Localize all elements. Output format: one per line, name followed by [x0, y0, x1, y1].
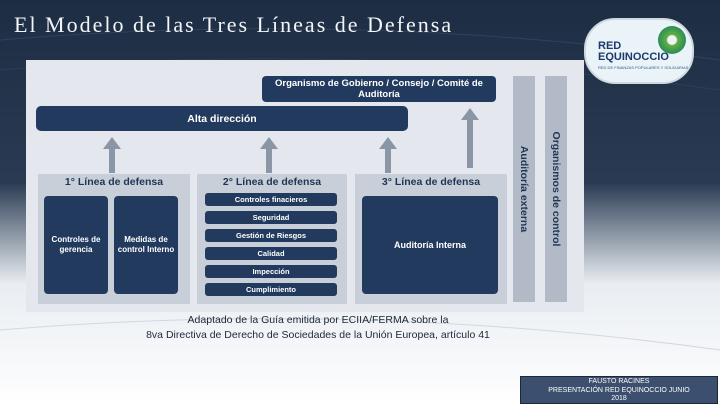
- external-audit-column: Auditoría externa: [513, 76, 535, 302]
- senior-management-box: Alta dirección: [36, 106, 408, 131]
- second-line-title: 2° Línea de defensa: [222, 176, 322, 188]
- footer-year: 2018: [611, 395, 627, 402]
- internal-control-measures-box: Medidas de control Interno: [114, 196, 178, 294]
- first-line-title: 1° Línea de defensa: [64, 176, 164, 188]
- arrow-up-icon: [260, 137, 278, 173]
- arrow-up-icon: [103, 137, 121, 173]
- second-line-item: Impección: [205, 265, 337, 278]
- footer-author: FAUSTO RACINES: [588, 378, 650, 385]
- external-audit-label: Auditoría externa: [518, 145, 530, 233]
- control-bodies-label: Organismos de control: [550, 131, 562, 247]
- red-equinoccio-logo: RED EQUINOCCIO RED DE FINANZAS POPULARES…: [584, 18, 694, 84]
- management-controls-box: Controles de gerencia: [44, 196, 108, 294]
- footer-presentation: PRESENTACIÓN RED EQUINOCCIO JUNIO: [548, 386, 690, 394]
- source-caption-line2: 8va Directiva de Derecho de Sociedades d…: [146, 329, 490, 341]
- second-line-item: Gestión de Riesgos: [205, 229, 337, 242]
- arrow-up-icon: [461, 108, 479, 168]
- logo-text-line1: RED: [598, 40, 622, 52]
- source-caption-line1: Adaptado de la Guía emitida por ECIIA/FE…: [187, 314, 449, 326]
- control-bodies-column: Organismos de control: [545, 76, 567, 302]
- second-line-item: Calidad: [205, 247, 337, 260]
- presenter-footer: FAUSTO RACINES PRESENTACIÓN RED EQUINOCC…: [520, 376, 718, 404]
- slide-title: El Modelo de las Tres Líneas de Defensa: [14, 12, 454, 37]
- second-line-item: Seguridad: [205, 211, 337, 224]
- logo-text-line2: EQUINOCCIO: [598, 51, 669, 63]
- governing-body-box: Organismo de Gobierno / Consejo / Comité…: [262, 76, 496, 102]
- second-line-item: Controles finacieros: [205, 193, 337, 206]
- logo-emblem-icon: [658, 26, 686, 54]
- internal-audit-box: Auditoría Interna: [362, 196, 498, 294]
- third-line-title: 3° Línea de defensa: [381, 176, 481, 188]
- logo-tagline: RED DE FINANZAS POPULARES Y SOLIDARIAS: [598, 65, 689, 70]
- arrow-up-icon: [379, 137, 397, 173]
- second-line-item: Cumplimiento: [205, 283, 337, 296]
